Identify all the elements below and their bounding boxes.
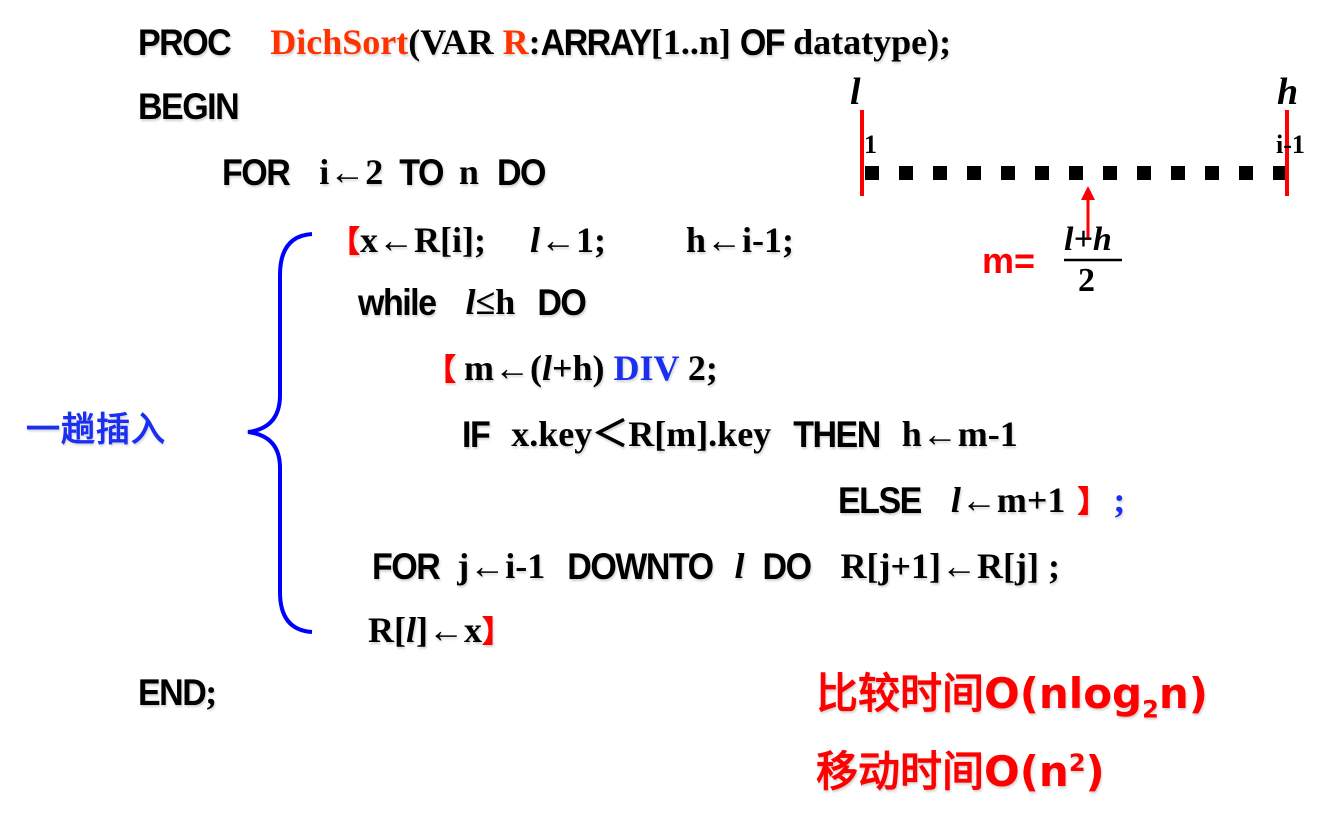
var-l: l xyxy=(529,220,540,260)
mid-formula-prefix: m= xyxy=(982,240,1036,281)
insert-b: ]←x xyxy=(416,610,483,650)
pass-label: 一趟插入 xyxy=(26,410,166,450)
else-action: ←m+1 xyxy=(960,480,1066,520)
kw-end: END xyxy=(138,672,207,714)
kw-then: THEN xyxy=(793,414,881,456)
compare-prefix: 比较时间O(nlog xyxy=(816,669,1143,718)
low-label: l xyxy=(850,71,861,113)
insert-a: R[ xyxy=(368,610,406,650)
for-init: i←2 xyxy=(319,152,384,192)
kw-if: IF xyxy=(462,414,491,456)
fraction-numerator: l+h xyxy=(1064,221,1112,258)
array-range: [1..n] xyxy=(650,22,740,62)
kw-to: TO xyxy=(399,152,444,194)
if-line: IF x.key＜R[m].key THEN h←m-1 xyxy=(462,412,1018,457)
kw-while: while xyxy=(358,282,437,324)
kw-downto: DOWNTO xyxy=(567,546,714,588)
while-cond: ≤h xyxy=(475,282,516,322)
compare-sub: 2 xyxy=(1142,695,1159,724)
open-bracket: 【 xyxy=(426,353,456,388)
begin-line: BEGIN xyxy=(138,84,240,129)
mid-c: 2; xyxy=(678,348,718,388)
shift-action: R[j+1]←R[j] ; xyxy=(840,546,1060,586)
for-init: j←i-1 xyxy=(457,546,546,586)
var-l: l xyxy=(541,348,552,388)
element-dots xyxy=(865,166,1287,180)
param-type: datatype); xyxy=(784,22,952,62)
kw-proc: PROC xyxy=(138,22,232,64)
close-bracket: 】 xyxy=(482,615,513,650)
end-semicolon: ; xyxy=(205,672,218,712)
kw-do: DO xyxy=(762,546,813,588)
curly-brace xyxy=(247,232,313,634)
mid-arrow-head xyxy=(1081,186,1095,200)
param-colon: : xyxy=(528,22,541,62)
for-n: n xyxy=(458,152,479,192)
compare-complexity: 比较时间O(nlog2n) xyxy=(816,660,1208,723)
var-l: l xyxy=(950,480,961,520)
open-bracket: 【 xyxy=(330,225,360,260)
for-inner-line: FOR j←i-1 DOWNTO l DO R[j+1]←R[j] ; xyxy=(372,544,1060,589)
then-action: h←m-1 xyxy=(901,414,1018,454)
for-outer-line: FOR i←2 TO n DO xyxy=(222,150,547,195)
mid-line: 【m←(l+h) DIV 2; xyxy=(426,346,718,393)
var-l: l xyxy=(406,610,417,650)
mid-a: m←( xyxy=(464,348,542,388)
end-index: i-1 xyxy=(1276,130,1305,159)
assign-x: x←R[i]; xyxy=(360,220,486,260)
kw-do: DO xyxy=(496,152,547,194)
mid-b: +h) xyxy=(552,348,614,388)
kw-for: FOR xyxy=(222,152,291,194)
end-line: END; xyxy=(138,670,217,715)
var-l: l xyxy=(734,546,745,586)
start-index: 1 xyxy=(864,130,877,159)
high-label: h xyxy=(1277,71,1299,113)
assign-l: ←1; xyxy=(539,220,606,260)
proc-header-line: PROC DichSort(VAR R:ARRAY[1..n] OF dataty… xyxy=(138,20,951,65)
procedure-name: DichSort xyxy=(270,22,409,62)
kw-begin: BEGIN xyxy=(138,86,240,128)
move-sup: 2 xyxy=(1068,749,1086,777)
if-cond: x.key＜R[m].key xyxy=(511,414,772,454)
compare-suffix: n) xyxy=(1158,669,1208,718)
move-prefix: 移动时间O(n xyxy=(816,747,1069,796)
move-suffix: ) xyxy=(1085,747,1105,796)
init-line: 【x←R[i]; l←1; h←i-1; xyxy=(330,218,794,265)
fraction-denominator: 2 xyxy=(1078,262,1095,299)
insert-line: R[l]←x】 xyxy=(368,608,512,655)
param-r: R xyxy=(502,22,529,62)
kw-div: DIV xyxy=(613,348,679,388)
kw-else: ELSE xyxy=(838,480,922,522)
else-line: ELSE l←m+1 】; xyxy=(838,478,1125,525)
param-open: (VAR xyxy=(408,22,503,62)
kw-do: DO xyxy=(537,282,587,324)
var-l: l xyxy=(465,282,476,322)
kw-of: OF xyxy=(739,22,786,64)
move-complexity: 移动时间O(n2) xyxy=(816,738,1105,799)
semicolon: ; xyxy=(1113,480,1126,520)
close-bracket: 】 xyxy=(1077,485,1108,520)
kw-for: FOR xyxy=(372,546,441,588)
assign-h: h←i-1; xyxy=(685,220,794,260)
kw-array: ARRAY xyxy=(540,22,653,64)
